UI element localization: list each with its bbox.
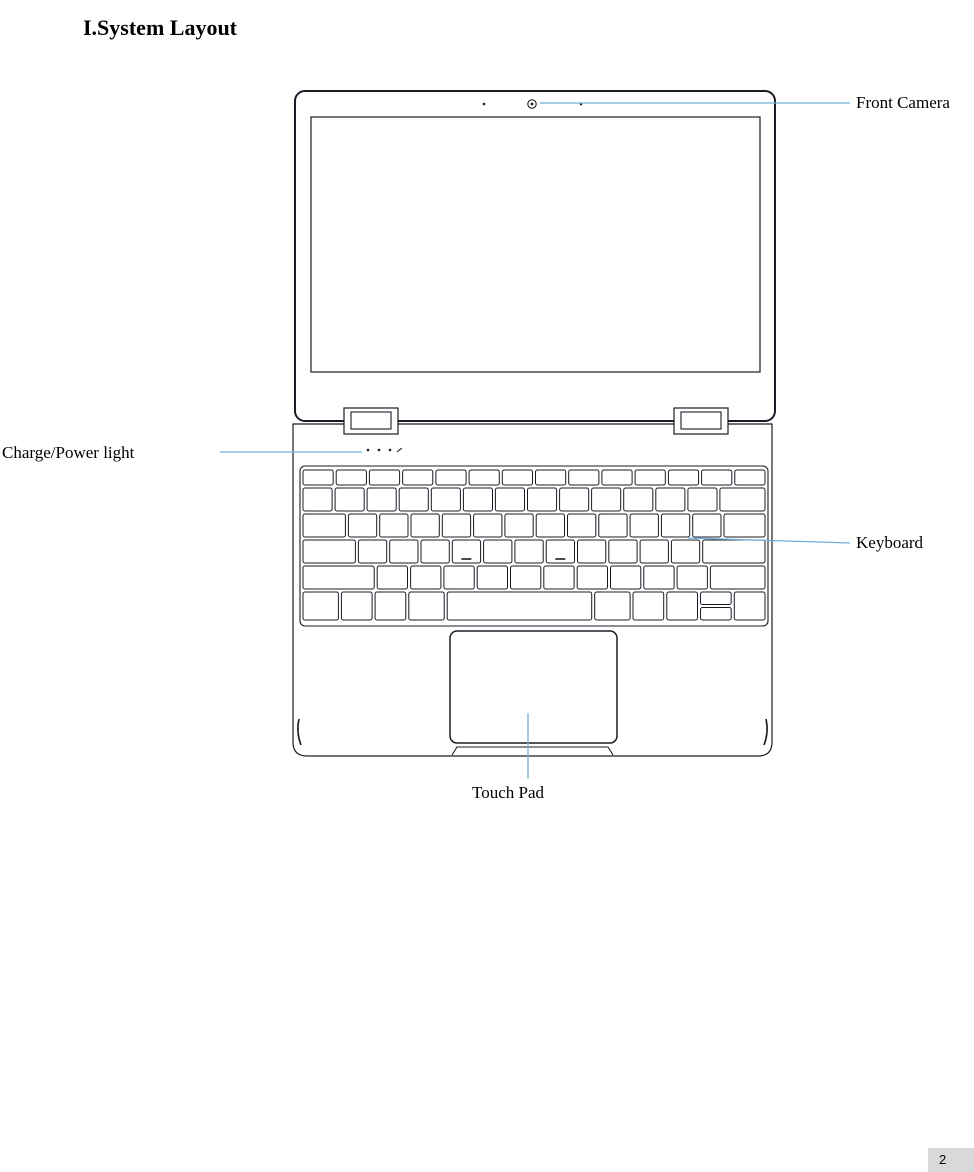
keyboard-keys bbox=[302, 469, 766, 621]
callout-line-keyboard bbox=[687, 537, 851, 544]
touch-pad-label: Touch Pad bbox=[472, 783, 544, 802]
keyboard-outline bbox=[299, 465, 769, 627]
front-camera-icon bbox=[527, 99, 537, 109]
foot-left bbox=[297, 718, 302, 746]
hinge-right bbox=[673, 407, 729, 435]
charge-power-light-label: Charge/Power light bbox=[2, 443, 135, 462]
mic-dot-left bbox=[482, 102, 486, 106]
mic-dot-right bbox=[579, 102, 583, 106]
laptop-base bbox=[292, 423, 773, 757]
page-title: I.System Layout bbox=[83, 14, 238, 40]
screen-bezel bbox=[294, 90, 776, 422]
charge-power-lights bbox=[366, 447, 403, 453]
display bbox=[310, 116, 761, 373]
front-notch bbox=[451, 746, 614, 756]
front-camera-label: Front Camera bbox=[856, 93, 950, 112]
hinge-left bbox=[343, 407, 399, 435]
keyboard-label: Keyboard bbox=[856, 533, 924, 552]
touchpad bbox=[449, 630, 618, 744]
foot-right bbox=[763, 718, 768, 746]
page-number: 2 bbox=[928, 1148, 974, 1172]
